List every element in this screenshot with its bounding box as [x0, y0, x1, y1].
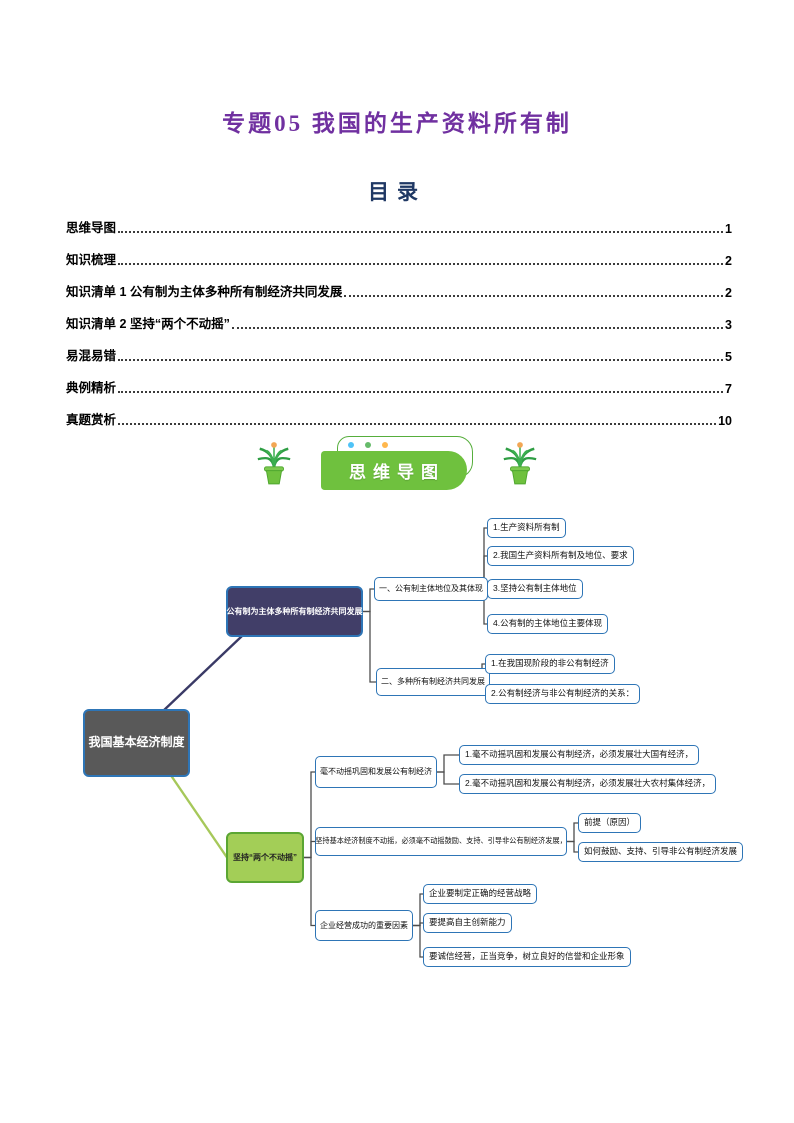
toc-entry-page: 2 — [725, 286, 732, 300]
toc-entry-realexams[interactable]: 真题赏析 10 — [66, 406, 732, 428]
section-banner: 思维导图 — [0, 430, 794, 490]
mindmap-node-a1l2: 2.我国生产资料所有制及地位、要求 — [487, 546, 634, 566]
toc-entry-list1[interactable]: 知识清单 1 公有制为主体多种所有制经济共同发展 2 — [66, 278, 732, 300]
mindmap-node-a1l4: 4.公有制的主体地位主要体现 — [487, 614, 609, 634]
toc-entry-label: 思维导图 — [66, 221, 117, 235]
mindmap-node-b1l2: 2.毫不动摇巩固和发展公有制经济，必须发展壮大农村集体经济， — [459, 774, 717, 794]
toc-entry-page: 3 — [725, 318, 732, 332]
mindmap-node-b1l1: 1.毫不动摇巩固和发展公有制经济，必须发展壮大国有经济， — [459, 745, 700, 765]
mindmap-node-b1: 毫不动摇巩固和发展公有制经济 — [315, 756, 437, 788]
potted-plant-icon — [503, 442, 537, 485]
dot-blue-icon — [348, 442, 354, 448]
toc-leader-dots — [118, 231, 724, 233]
toc-entry-label: 典例精析 — [66, 381, 117, 395]
mindmap-node-a: 公有制为主体多种所有制经济共同发展 — [226, 586, 363, 637]
toc-entry-label: 知识清单 1 公有制为主体多种所有制经济共同发展 — [66, 285, 343, 299]
toc-entry-label: 知识梳理 — [66, 253, 117, 267]
toc-entry-mindmap[interactable]: 思维导图 1 — [66, 214, 732, 236]
mindmap-node-b3l1: 企业要制定正确的经营战略 — [423, 884, 538, 904]
mindmap-node-a1l3: 3.坚持公有制主体地位 — [487, 579, 583, 599]
dot-orange-icon — [382, 442, 388, 448]
toc-leader-dots — [231, 327, 724, 329]
mindmap-node-b2: 坚持基本经济制度不动摇，必须毫不动摇鼓励、支持、引导非公有制经济发展， — [315, 827, 567, 856]
mindmap-node-root: 我国基本经济制度 — [83, 709, 190, 777]
toc-entry-page: 7 — [725, 382, 732, 396]
toc-heading: 目录 — [368, 181, 426, 204]
toc-entry-label: 知识清单 2 坚持“两个不动摇” — [66, 317, 230, 331]
mindmap-node-a2: 二、多种所有制经济共同发展 — [376, 668, 490, 696]
toc-leader-dots — [118, 423, 717, 425]
toc-entry-knowledge[interactable]: 知识梳理 2 — [66, 246, 732, 268]
page-title: 专题05 我国的生产资料所有制 — [222, 111, 572, 136]
mindmap-node-b2l2: 如何鼓励、支持、引导非公有制经济发展 — [578, 842, 744, 862]
mindmap-node-b3l2: 要提高自主创新能力 — [423, 913, 512, 933]
table-of-contents: 思维导图 1 知识梳理 2 知识清单 1 公有制为主体多种所有制经济共同发展 2… — [66, 214, 732, 438]
potted-plant-icon — [257, 442, 291, 485]
toc-entry-examples[interactable]: 典例精析 7 — [66, 374, 732, 396]
mindmap-node-b3l3: 要诚信经营，正当竞争，树立良好的信誉和企业形象 — [423, 947, 631, 967]
toc-entry-page: 5 — [725, 350, 732, 364]
toc-entry-label: 真题赏析 — [66, 413, 117, 427]
toc-entry-list2[interactable]: 知识清单 2 坚持“两个不动摇” 3 — [66, 310, 732, 332]
mindmap-node-b2l1: 前提（原因） — [578, 813, 642, 833]
mindmap-node-a2l2: 2.公有制经济与非公有制经济的关系： — [485, 684, 641, 704]
toc-entry-page: 10 — [718, 414, 732, 428]
toc-leader-dots — [118, 263, 724, 265]
toc-leader-dots — [118, 391, 724, 393]
toc-entry-page: 1 — [725, 222, 732, 236]
toc-entry-label: 易混易错 — [66, 349, 117, 363]
toc-entry-confusions[interactable]: 易混易错 5 — [66, 342, 732, 364]
mindmap-node-a1l1: 1.生产资料所有制 — [487, 518, 566, 538]
banner-title: 思维导图 — [321, 451, 467, 490]
mindmap-node-b3: 企业经营成功的重要因素 — [315, 910, 413, 941]
mindmap-node-b: 坚持“两个不动摇” — [226, 832, 304, 883]
mindmap-node-a1: 一、公有制主体地位及其体现 — [374, 577, 488, 601]
toc-leader-dots — [118, 359, 724, 361]
mindmap-node-a2l1: 1.在我国现阶段的非公有制经济 — [485, 654, 615, 674]
dot-green-icon — [365, 442, 371, 448]
toc-leader-dots — [344, 295, 724, 297]
toc-entry-page: 2 — [725, 254, 732, 268]
banner-dots — [348, 442, 388, 448]
banner: 思维导图 — [321, 436, 473, 490]
